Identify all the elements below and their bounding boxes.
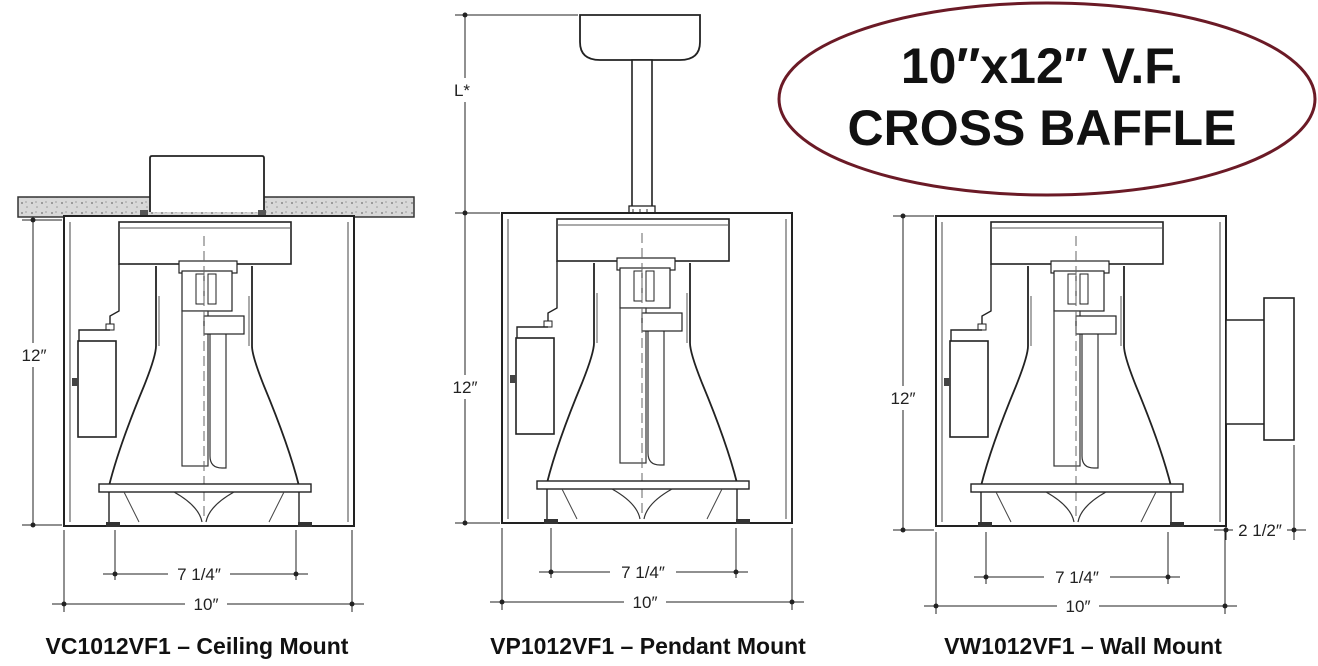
title-line-1: 10″x12″ V.F.	[901, 38, 1183, 94]
pendant-outer-width-label: 10″	[633, 593, 658, 612]
pendant-stem-length-label: L*	[454, 81, 470, 100]
wall-mount-drawing: 12″ 2 1/2″ 7 1/4″ 10″ VW1012VF1 – Wall M…	[888, 213, 1306, 659]
title-badge: 10″x12″ V.F. CROSS BAFFLE	[777, 1, 1317, 197]
ceiling-height-label: 12″	[22, 346, 47, 365]
title-ellipse	[777, 1, 1317, 197]
ceiling-mount-caption: VC1012VF1 – Ceiling Mount	[46, 633, 349, 659]
wall-mount-caption: VW1012VF1 – Wall Mount	[944, 633, 1222, 659]
wall-outer-width-label: 10″	[1066, 597, 1091, 616]
ceiling-outer-width-label: 10″	[194, 595, 219, 614]
pendant-mount-drawing: L* 12″ 7 1/4″ 10″ VP1012VF1 – Pendant Mo…	[448, 12, 806, 659]
title-line-2: CROSS BAFFLE	[848, 100, 1237, 156]
ceiling-inner-width-label: 7 1/4″	[177, 565, 221, 584]
pendant-inner-width-label: 7 1/4″	[621, 563, 665, 582]
wall-projection-label: 2 1/2″	[1238, 521, 1282, 540]
pendant-mount-caption: VP1012VF1 – Pendant Mount	[490, 633, 806, 659]
wall-height-label: 12″	[891, 389, 916, 408]
pendant-height-label: 12″	[453, 378, 478, 397]
wall-inner-width-label: 7 1/4″	[1055, 568, 1099, 587]
ceiling-mount-drawing: 12″ 7 1/4″ 10″ VC1012VF1 – Ceiling Mount	[17, 155, 415, 659]
